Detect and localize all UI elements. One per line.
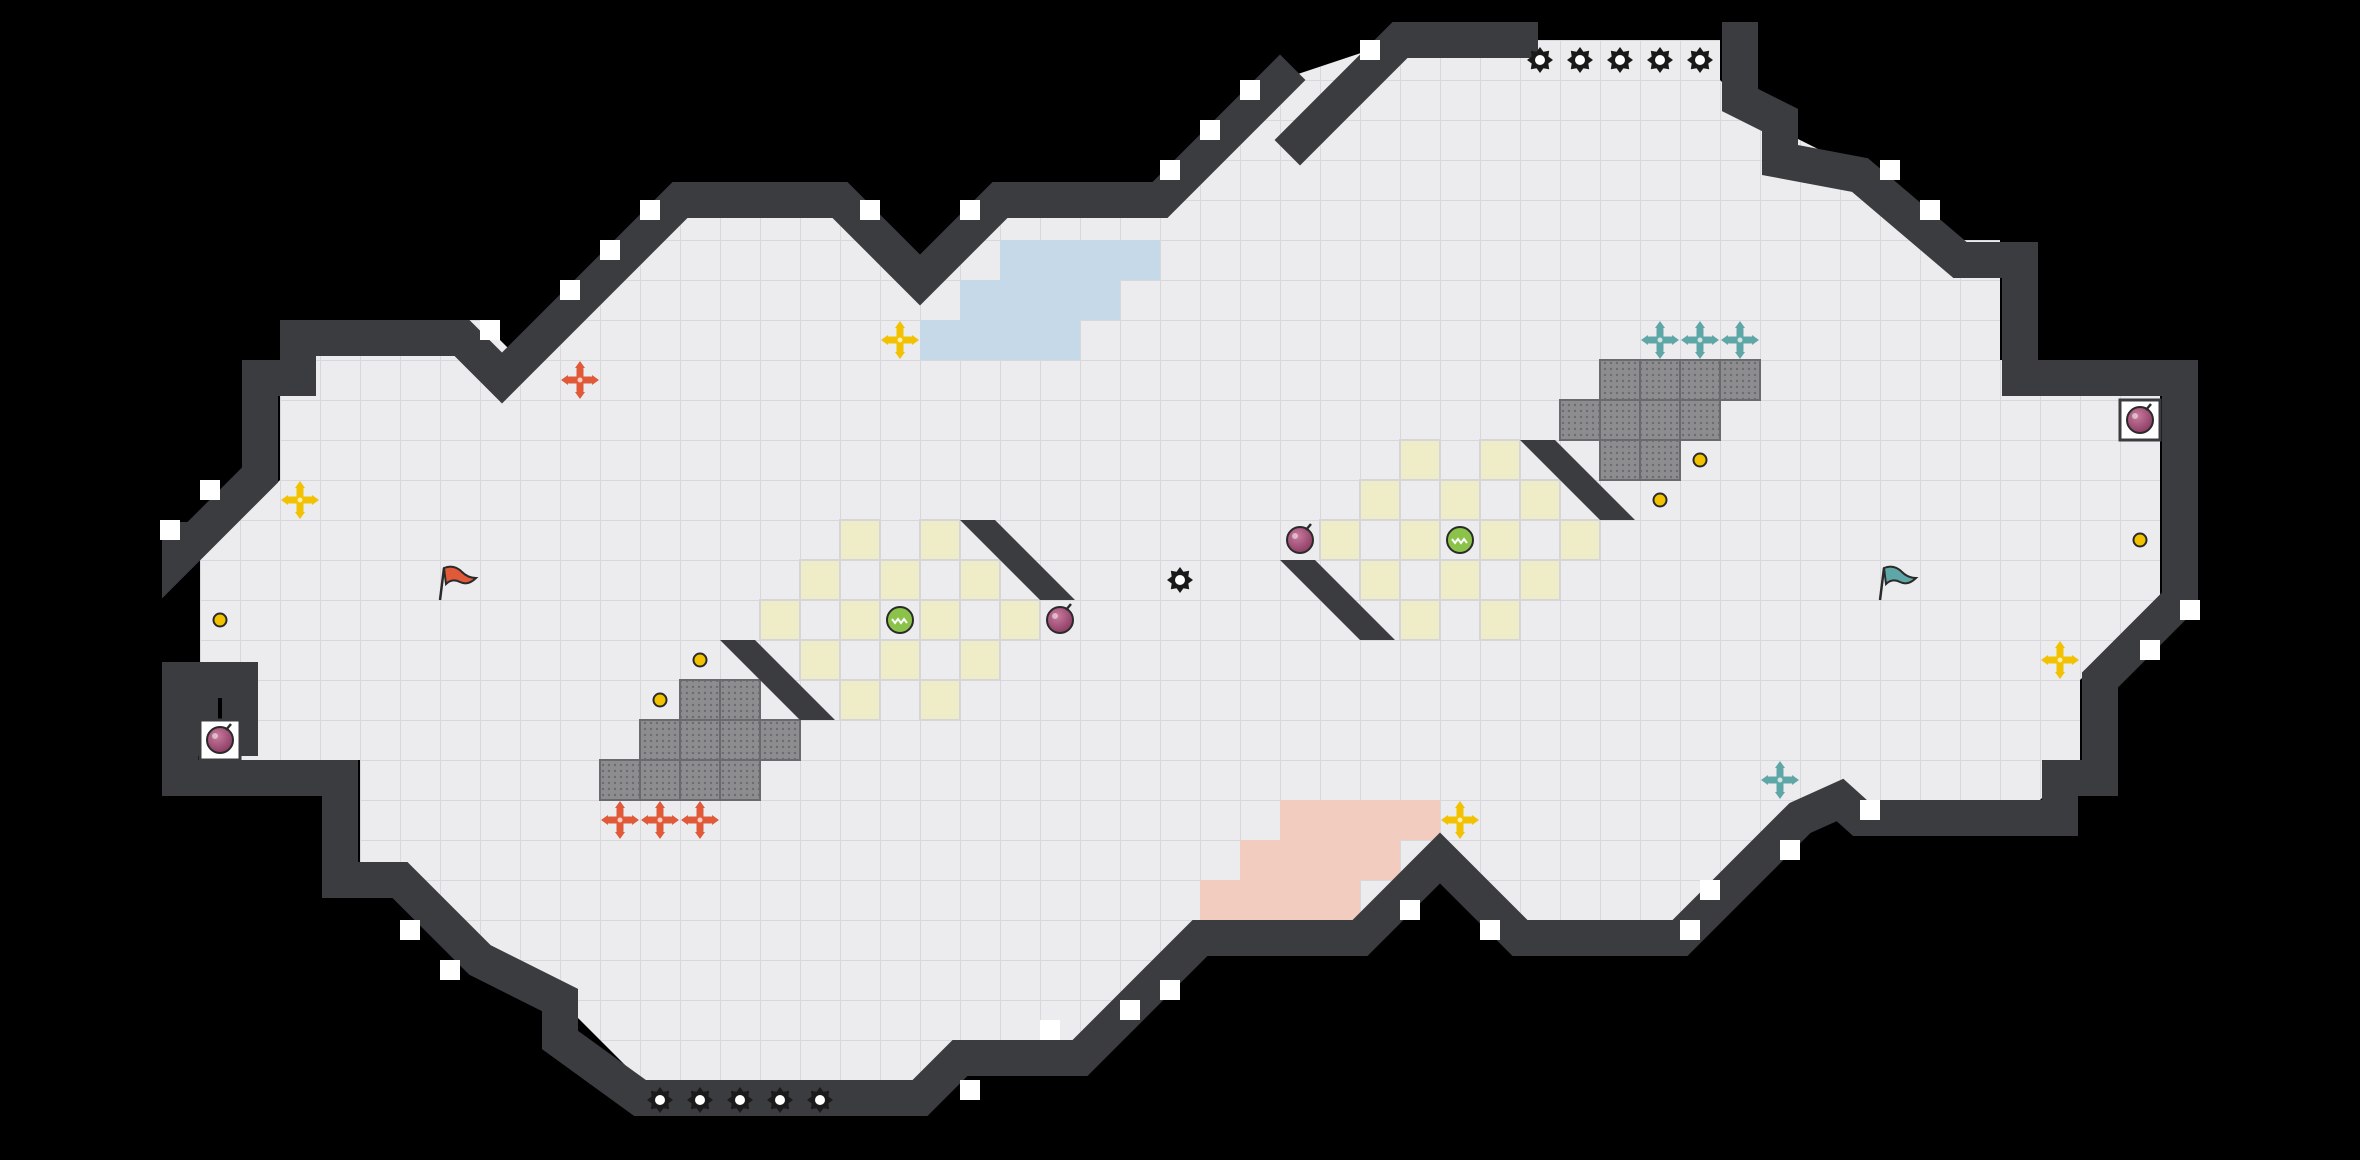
yellow-boost-cross-icon (281, 481, 319, 519)
outer-walls (162, 22, 2198, 1116)
spike-mine-icon (767, 1087, 793, 1113)
orange-boost-cross-icon (681, 801, 719, 839)
gold-coin-icon (2132, 532, 2148, 548)
orange-boost-cross-icon (601, 801, 639, 839)
spike-group (647, 47, 1713, 1113)
spike-mine-icon (1607, 47, 1633, 73)
gold-coin-icon (692, 652, 708, 668)
blue-zone (920, 240, 1160, 360)
metal-block-left (599, 679, 801, 801)
spike-mine-icon (727, 1087, 753, 1113)
yellow-checker-right (1319, 439, 1601, 641)
orange-boost-cross-icon (561, 361, 599, 399)
blue-flag-icon (1878, 565, 1919, 601)
yellow-checker-left (759, 519, 1041, 721)
orange-boost-cross-icon (641, 801, 679, 839)
spike-mine-icon (647, 1087, 673, 1113)
corner-trims (160, 40, 2200, 1100)
teal-boost-cross-icon (1761, 761, 1799, 799)
bomb-icon (1286, 523, 1314, 554)
yellow-boost-cross-icon (2041, 641, 2079, 679)
bomb-icon (2118, 398, 2162, 442)
bomb-icon (1046, 603, 1074, 634)
gold-coin-icon (652, 692, 668, 708)
teal-boost-cross-icon (1721, 321, 1759, 359)
inner-diagonal-walls (720, 440, 1635, 720)
item-group (198, 321, 2162, 839)
green-powerup-icon (886, 606, 914, 634)
bomb-icon (198, 718, 242, 762)
spike-mine-icon (1647, 47, 1673, 73)
spike-mine-icon (807, 1087, 833, 1113)
metal-block-right (1559, 359, 1761, 481)
spike-mine-icon (1167, 567, 1193, 593)
yellow-boost-cross-icon (1441, 801, 1479, 839)
gold-coin-icon (1692, 452, 1708, 468)
spike-mine-icon (1567, 47, 1593, 73)
pink-zone (1200, 800, 1440, 920)
teal-boost-cross-icon (1641, 321, 1679, 359)
yellow-boost-cross-icon (881, 321, 919, 359)
spike-mine-icon (687, 1087, 713, 1113)
gold-coin-icon (212, 612, 228, 628)
teal-boost-cross-icon (1681, 321, 1719, 359)
green-powerup-icon (1446, 526, 1474, 554)
gold-coin-icon (1652, 492, 1668, 508)
spike-mine-icon (1527, 47, 1553, 73)
spike-mine-icon (1687, 47, 1713, 73)
red-flag-icon (438, 565, 479, 601)
